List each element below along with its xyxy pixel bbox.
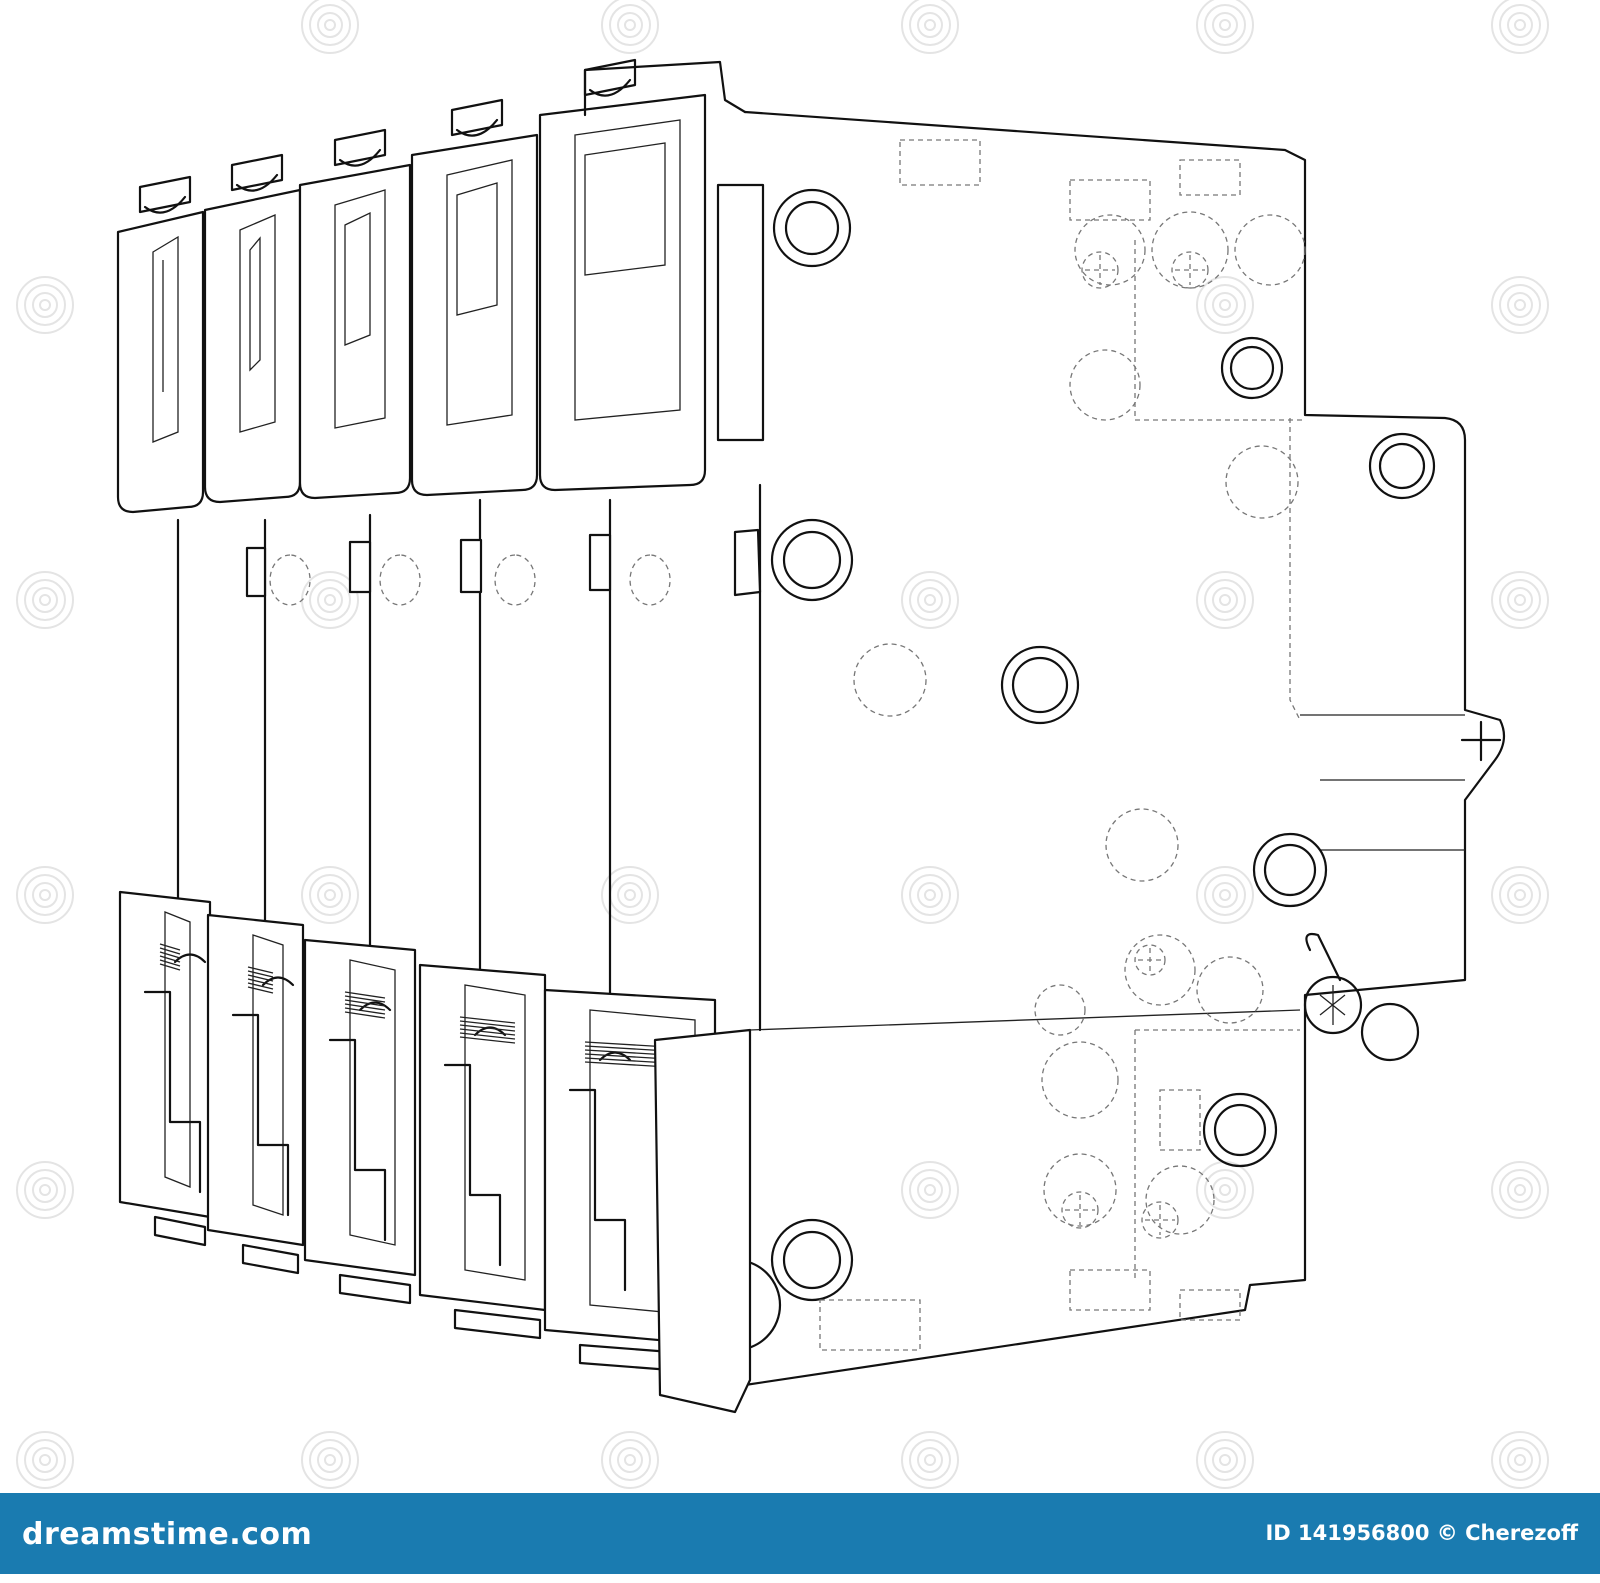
watermark-swirl <box>901 0 959 54</box>
watermark-swirl <box>1196 1161 1254 1219</box>
watermark-swirl <box>1196 276 1254 334</box>
watermark-swirl <box>1196 866 1254 924</box>
watermark-swirl <box>1491 0 1549 54</box>
stock-footer: dreamstime.com ID 141956800 © Cherezoff <box>0 1490 1600 1583</box>
pole-top-switch <box>298 128 412 500</box>
footer-bar: dreamstime.com ID 141956800 © Cherezoff <box>0 1493 1600 1574</box>
watermark-swirl <box>301 866 359 924</box>
switch-cap <box>583 58 637 97</box>
watermark-swirl <box>301 1431 359 1489</box>
watermark-swirl <box>16 866 74 924</box>
pole-bottom-terminal <box>206 913 305 1275</box>
pole-modules-top <box>116 58 765 514</box>
breaker-side-panel <box>743 110 1506 1387</box>
circuit-breaker-wireframe-drawing <box>16 0 1549 1489</box>
watermark-swirl <box>1491 276 1549 334</box>
side-latch <box>716 183 765 442</box>
watermark-swirl <box>1491 1431 1549 1489</box>
pole-bottom-terminal <box>118 890 212 1247</box>
pole-bottom-terminal <box>418 963 547 1340</box>
watermark-swirl <box>16 571 74 629</box>
hidden-internal-features <box>819 139 1306 1351</box>
watermark-swirl <box>16 276 74 334</box>
watermark-swirl <box>1491 866 1549 924</box>
pole-top-switch <box>538 58 707 492</box>
watermark-swirl <box>901 866 959 924</box>
terminal-screws <box>1061 251 1502 1239</box>
stock-id-credit: ID 141956800 © Cherezoff <box>1265 1521 1578 1545</box>
watermark-swirl <box>16 1431 74 1489</box>
mounting-holes <box>688 188 1436 1352</box>
watermark-swirl <box>901 1431 959 1489</box>
watermark-swirl <box>1196 0 1254 54</box>
switch-cap <box>333 128 387 167</box>
switch-cap <box>230 153 284 192</box>
watermark-swirl <box>1491 571 1549 629</box>
front-terminal-face <box>653 1028 752 1414</box>
watermark-swirl <box>1491 1161 1549 1219</box>
switch-cap <box>450 98 504 137</box>
pole-bottom-terminal <box>303 938 417 1305</box>
watermark-swirl <box>601 0 659 54</box>
watermark-swirl <box>901 571 959 629</box>
pole-top-switch <box>203 153 302 504</box>
brand-logo-text[interactable]: dreamstime.com <box>22 1517 313 1552</box>
pole-top-switch <box>410 98 539 497</box>
watermark-swirl <box>901 1161 959 1219</box>
top-back-edge <box>583 60 747 117</box>
pole-top-switch <box>116 175 205 514</box>
watermark-swirl <box>16 1161 74 1219</box>
pole-modules-bottom <box>118 890 752 1414</box>
watermark-swirl <box>1196 1431 1254 1489</box>
switch-cap <box>138 175 192 214</box>
watermark-swirl <box>1196 571 1254 629</box>
pole-modules-body <box>176 483 762 1032</box>
watermark-swirl <box>301 0 359 54</box>
watermark-swirl <box>601 1431 659 1489</box>
